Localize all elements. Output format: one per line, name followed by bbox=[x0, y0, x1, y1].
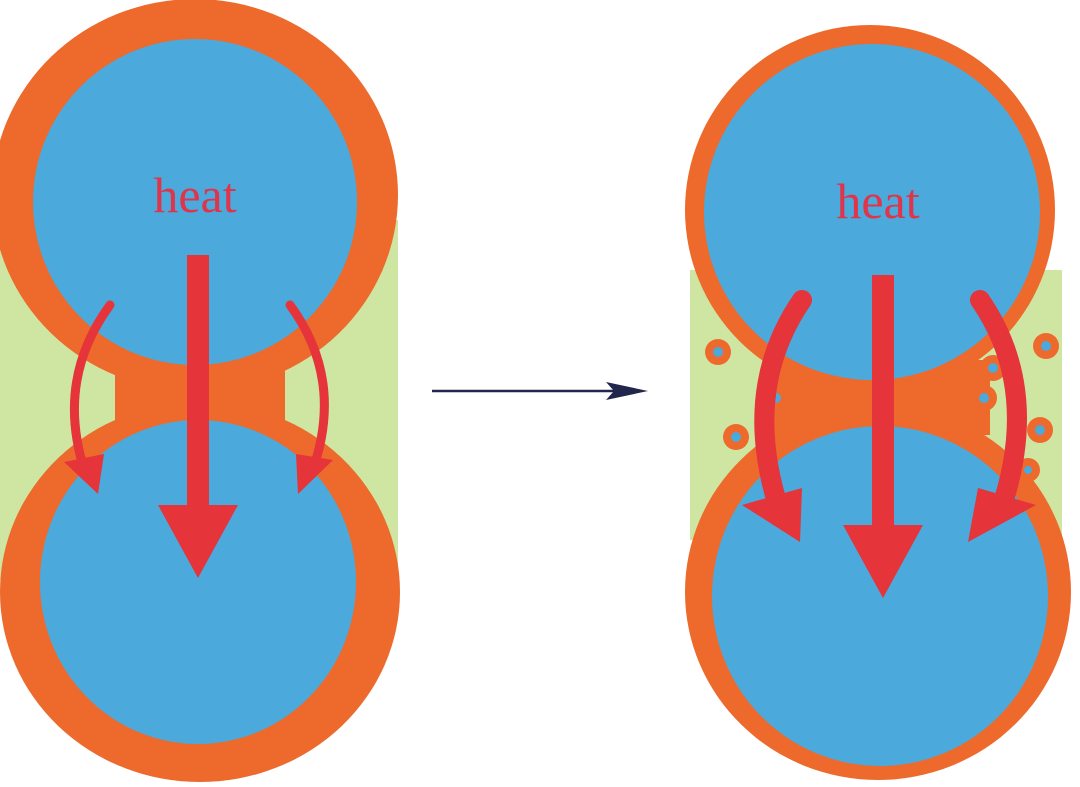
curved-heat-arrow-right-icon bbox=[968, 290, 1036, 542]
heat-flow-down-arrow-icon bbox=[843, 275, 923, 598]
heat-label: heat bbox=[836, 173, 919, 229]
particle-core-top bbox=[33, 39, 357, 365]
heat-label: heat bbox=[153, 167, 236, 223]
process-arrow-right-icon bbox=[432, 382, 648, 400]
panel-before: heat bbox=[0, 0, 400, 782]
curved-heat-arrow-left-icon bbox=[742, 290, 812, 542]
particle-core-bottom bbox=[40, 420, 356, 744]
pore-ring-icon bbox=[705, 333, 1059, 482]
curved-heat-arrow-right-icon bbox=[285, 300, 333, 494]
heat-flow-down-arrow-icon bbox=[158, 255, 238, 578]
panel-after: heat bbox=[685, 25, 1071, 780]
curved-heat-arrow-left-icon bbox=[64, 300, 115, 494]
particle-core-top bbox=[704, 44, 1040, 380]
